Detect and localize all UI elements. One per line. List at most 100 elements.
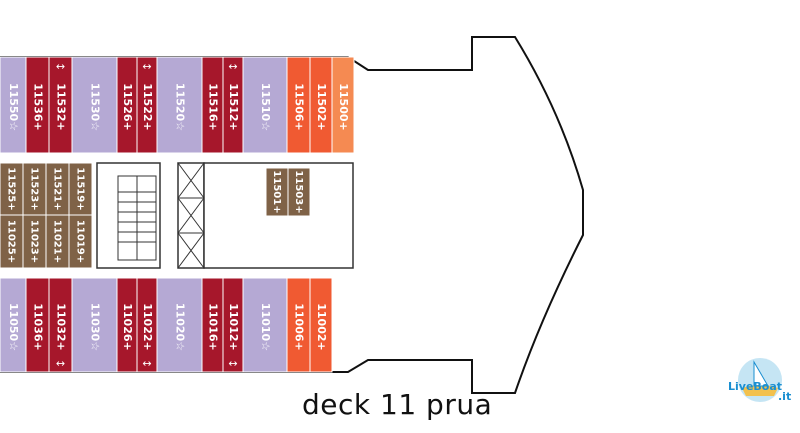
- top-cabin-row: 11550☆11536+11532+↔11530☆11526+11522+↔11…: [0, 56, 355, 154]
- cabin: 11522+ ↔: [136, 56, 158, 154]
- cabin: 11520☆: [156, 56, 203, 154]
- cabin: 11516+: [201, 56, 224, 154]
- cabin-number: 11016+: [207, 303, 220, 351]
- cabin: 11536+: [25, 56, 50, 154]
- cabin-number: 11523+: [29, 167, 40, 210]
- cabin-number: 11503+: [293, 170, 304, 213]
- inner-cabin: 11501+: [265, 167, 289, 217]
- cabin: 11036+: [25, 277, 50, 373]
- cabin: 11012+ ↔: [222, 277, 244, 373]
- double-arrow-icon: ↔: [228, 60, 237, 73]
- cabin-block: [287, 167, 311, 217]
- double-arrow-icon: ↔: [142, 60, 151, 73]
- cabin: 11510☆: [242, 56, 288, 154]
- cabin-number: 11512+: [227, 83, 240, 131]
- inner-cabins-upper: 11525+ 11523+ 11521+ 11519+: [0, 162, 93, 216]
- inner-cabin: 11521+: [45, 162, 70, 216]
- cabin-number: 11501+: [271, 170, 282, 213]
- cabin: 11502+: [309, 56, 333, 154]
- cabin-number: 11536+: [32, 83, 45, 131]
- cabin-number: 11050☆: [7, 303, 20, 351]
- cabin-number: 11550☆: [7, 83, 20, 131]
- cabin-number: 11532+: [55, 83, 68, 131]
- cabin-number: 11020☆: [174, 303, 187, 351]
- stairwell: [96, 162, 161, 269]
- cabin: 11050☆: [0, 277, 27, 373]
- elevator-shaft: [177, 162, 205, 269]
- cabin-number: 11032+: [55, 303, 68, 351]
- cabin: 11500+: [331, 56, 355, 154]
- cabin-number: 11002+: [315, 303, 328, 351]
- cabin-number: 11036+: [32, 303, 45, 351]
- cabin-number: 11502+: [315, 83, 328, 131]
- cabin-number: 11022+: [141, 303, 154, 351]
- cabin-block: [156, 277, 203, 373]
- double-arrow-icon: ↔: [228, 357, 237, 370]
- cabin: 11526+: [116, 56, 138, 154]
- cabin-number: 11021+: [52, 220, 63, 263]
- cabin: 11532+ ↔: [48, 56, 73, 154]
- inner-cabins-forward: 11501+ 11503+: [265, 167, 311, 217]
- cabin: 11010☆: [242, 277, 288, 373]
- cabin-number: 11030☆: [89, 303, 102, 351]
- cabin: 11512+ ↔: [222, 56, 244, 154]
- liveboat-logo: LiveBoat .it: [728, 358, 791, 403]
- inner-cabin: 11021+: [45, 214, 70, 269]
- cabin-number: 11023+: [29, 220, 40, 263]
- cabin-block: [242, 277, 288, 373]
- cabin-block: [309, 277, 333, 373]
- logo-domain: .it: [778, 390, 791, 403]
- cabin: 11022+ ↔: [136, 277, 158, 373]
- cabin-block: [331, 56, 355, 154]
- cabin-number: 11025+: [6, 220, 17, 263]
- cabin-number: 11026+: [121, 303, 134, 351]
- inner-cabin: 11025+: [0, 214, 24, 269]
- cabin-number: 11520☆: [174, 83, 187, 131]
- cabin: 11020☆: [156, 277, 203, 373]
- cabin-number: 11500+: [337, 83, 350, 131]
- cabin-number: 11516+: [207, 83, 220, 131]
- logo-brand: LiveBoat: [728, 380, 782, 393]
- cabin-block: [71, 56, 118, 154]
- inner-cabin: 11503+: [287, 167, 311, 217]
- cabin-number: 11506+: [293, 83, 306, 131]
- cabin-number: 11521+: [52, 167, 63, 210]
- cabin-number: 11530☆: [89, 83, 102, 131]
- cabin: 11002+: [309, 277, 333, 373]
- cabin-number: 11006+: [293, 303, 306, 351]
- cabin-block: [71, 277, 118, 373]
- cabin-number: 11526+: [121, 83, 134, 131]
- cabin-block: [0, 56, 27, 154]
- cabin-block: [242, 56, 288, 154]
- cabin: 11030☆: [71, 277, 118, 373]
- cabin-number: 11510☆: [259, 83, 272, 131]
- cabin-block: [68, 214, 93, 269]
- inner-cabin: 11523+: [22, 162, 47, 216]
- inner-cabin: 11023+: [22, 214, 47, 269]
- cabin: 11026+: [116, 277, 138, 373]
- cabin-number: 11522+: [141, 83, 154, 131]
- cabin: 11016+: [201, 277, 224, 373]
- cabin: 11550☆: [0, 56, 27, 154]
- cabin-number: 11019+: [75, 220, 86, 263]
- ship-hull-outline: [0, 36, 584, 394]
- deck-caption: deck 11 prua: [302, 388, 493, 421]
- cabin-number: 11012+: [227, 303, 240, 351]
- double-arrow-icon: ↔: [56, 357, 65, 370]
- cabin: 11530☆: [71, 56, 118, 154]
- cabin-block: [156, 56, 203, 154]
- cabin-block: [0, 277, 27, 373]
- cabin: 11032+ ↔: [48, 277, 73, 373]
- double-arrow-icon: ↔: [56, 60, 65, 73]
- inner-cabin: 11525+: [0, 162, 24, 216]
- cabin-number: 11519+: [75, 167, 86, 210]
- bottom-cabin-row: 11050☆11036+11032+↔11030☆11026+11022+↔11…: [0, 277, 333, 373]
- cabin-number: 11010☆: [259, 303, 272, 351]
- cabin: 11506+: [286, 56, 311, 154]
- cabin-number: 11525+: [6, 167, 17, 210]
- inner-cabin: 11519+: [68, 162, 93, 216]
- double-arrow-icon: ↔: [142, 357, 151, 370]
- cabin: 11006+: [286, 277, 311, 373]
- inner-cabin: 11019+: [68, 214, 93, 269]
